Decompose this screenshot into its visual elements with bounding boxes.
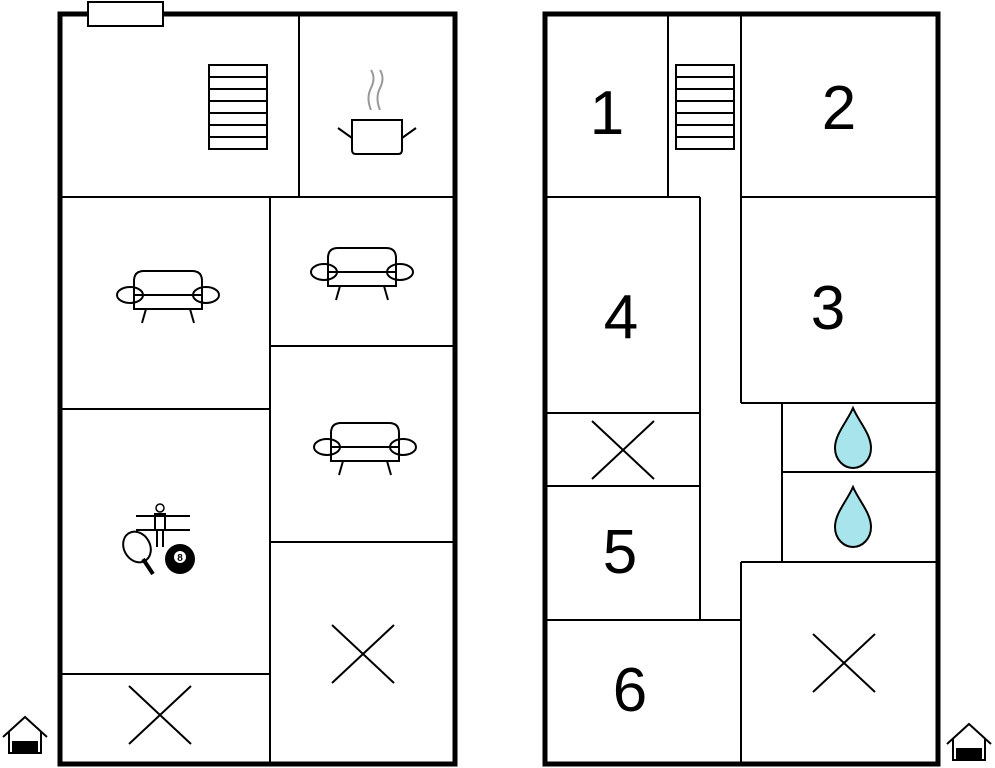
sofa-icon bbox=[116, 270, 220, 324]
room-label-2: 2 bbox=[822, 74, 856, 143]
water-drop-icon bbox=[834, 486, 872, 548]
cross-icon bbox=[331, 624, 395, 684]
games-icon: 8 bbox=[122, 503, 195, 576]
cross-icon bbox=[128, 685, 192, 745]
entrance-home-icon bbox=[946, 723, 992, 761]
room-label-6: 6 bbox=[613, 656, 647, 725]
entrance-home-icon bbox=[2, 716, 48, 754]
cross-icon bbox=[591, 420, 655, 480]
stairs-icon bbox=[675, 64, 735, 150]
room-label-5: 5 bbox=[603, 518, 637, 587]
room-label-3: 3 bbox=[811, 274, 845, 343]
cooking-pot-icon bbox=[337, 69, 417, 155]
right-floor-plan: 1 2 3 4 5 6 bbox=[542, 11, 941, 767]
water-drop-icon bbox=[834, 407, 872, 469]
sofa-icon bbox=[310, 247, 414, 301]
window-marker bbox=[87, 1, 164, 27]
room-label-1: 1 bbox=[590, 79, 624, 148]
left-floor-plan: 8 bbox=[57, 1, 458, 767]
stairs-icon bbox=[208, 64, 268, 150]
room-label-4: 4 bbox=[604, 283, 638, 352]
cross-icon bbox=[812, 633, 876, 693]
pool-ball-number: 8 bbox=[177, 553, 183, 564]
sofa-icon bbox=[313, 422, 417, 476]
